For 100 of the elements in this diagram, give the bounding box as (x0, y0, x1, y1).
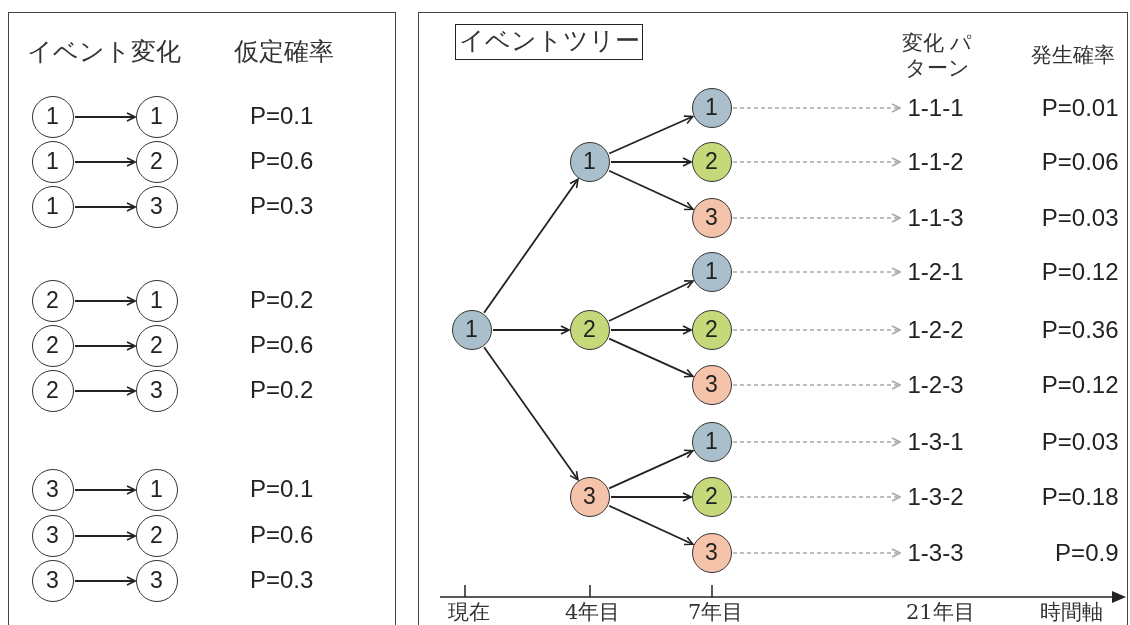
arrow (74, 341, 136, 351)
probability-text: P=0.6 (250, 521, 314, 549)
arrow (483, 346, 579, 481)
axis-label: 現在 (448, 599, 490, 625)
probability-text: P=0.2 (250, 376, 314, 404)
state-circle: 2 (691, 476, 732, 517)
state-circle: 1 (31, 95, 74, 138)
pattern-label: 1-3-1 (907, 427, 964, 456)
state-circle: 2 (691, 309, 732, 350)
state-circle: 1 (451, 309, 492, 350)
probability-text: P=0.12 (1041, 257, 1119, 286)
state-circle: 2 (31, 369, 74, 412)
arrow (608, 169, 694, 211)
arrow (732, 325, 901, 335)
probability-text: P=0.9 (1055, 538, 1119, 567)
pattern-label: 1-2-2 (907, 315, 964, 344)
arrow (74, 485, 136, 495)
arrow (74, 112, 136, 122)
arrow (732, 380, 901, 390)
probability-text: P=0.3 (250, 192, 314, 220)
pattern-label: 1-3-3 (907, 538, 964, 567)
state-circle: 3 (135, 369, 178, 412)
state-circle: 2 (691, 141, 732, 182)
pattern-label: 1-3-2 (907, 482, 964, 511)
pattern-label: 1-2-3 (907, 370, 964, 399)
axis-label: 4年目 (565, 599, 621, 625)
state-circle: 1 (691, 87, 732, 128)
arrow (74, 576, 136, 586)
state-circle: 1 (135, 95, 178, 138)
state-circle: 1 (569, 141, 610, 182)
arrow (608, 504, 694, 546)
arrow (74, 202, 136, 212)
state-circle: 3 (569, 476, 610, 517)
state-circle: 2 (569, 309, 610, 350)
probability-text: P=0.6 (250, 147, 314, 175)
probability-text: P=0.18 (1041, 482, 1119, 511)
arrow (74, 157, 136, 167)
arrow (732, 437, 901, 447)
state-circle: 3 (31, 514, 74, 557)
arrow (74, 296, 136, 306)
pattern-label: 1-2-1 (907, 257, 964, 286)
arrow (483, 178, 579, 314)
arrow (608, 337, 694, 378)
state-circle: 2 (135, 324, 178, 367)
arrow (608, 115, 694, 155)
axis-label: 7年目 (688, 599, 744, 625)
state-circle: 3 (31, 468, 74, 511)
arrow (74, 386, 136, 396)
arrow (732, 213, 901, 223)
pattern-label: 1-1-3 (907, 203, 964, 232)
state-circle: 3 (691, 364, 732, 405)
probability-text: P=0.06 (1041, 147, 1119, 176)
state-circle: 1 (31, 140, 74, 183)
state-circle: 1 (135, 279, 178, 322)
arrow (732, 103, 901, 113)
arrow (608, 449, 694, 490)
arrow (610, 325, 692, 335)
arrow (74, 531, 136, 541)
state-circle: 3 (135, 185, 178, 228)
state-circle: 1 (691, 421, 732, 462)
probability-text: P=0.1 (250, 475, 314, 503)
arrow (492, 325, 570, 335)
arrow (732, 157, 901, 167)
column-heading: イベント変化 (27, 36, 181, 68)
state-circle: 3 (31, 559, 74, 602)
arrow (608, 280, 694, 322)
probability-text: P=0.1 (250, 102, 314, 130)
pattern-label: 1-1-2 (907, 147, 964, 176)
state-circle: 3 (691, 197, 732, 238)
arrow (610, 492, 692, 502)
column-heading: 発生確率 (1031, 42, 1115, 69)
arrow (732, 548, 901, 558)
axis-label: 21年目 (906, 599, 975, 625)
arrow (732, 267, 901, 277)
panel (8, 12, 396, 625)
pattern-label: 1-1-1 (907, 93, 964, 122)
probability-text: P=0.3 (250, 566, 314, 594)
arrow (610, 157, 692, 167)
probability-text: P=0.6 (250, 331, 314, 359)
state-circle: 2 (31, 324, 74, 367)
arrow (732, 492, 901, 502)
state-circle: 2 (135, 140, 178, 183)
probability-text: P=0.2 (250, 286, 314, 314)
probability-text: P=0.36 (1041, 315, 1119, 344)
state-circle: 3 (691, 532, 732, 573)
probability-text: P=0.03 (1041, 427, 1119, 456)
probability-text: P=0.12 (1041, 370, 1119, 399)
state-circle: 1 (691, 251, 732, 292)
state-circle: 2 (135, 514, 178, 557)
state-circle: 1 (31, 185, 74, 228)
axis-label: 時間軸 (1040, 599, 1103, 625)
probability-text: P=0.01 (1041, 93, 1119, 122)
state-circle: 1 (135, 468, 178, 511)
probability-text: P=0.03 (1041, 203, 1119, 232)
state-circle: 2 (31, 279, 74, 322)
title-box: イベントツリー (454, 23, 643, 60)
column-heading: 変化 パターン (900, 31, 974, 81)
state-circle: 3 (135, 559, 178, 602)
column-heading: 仮定確率 (234, 36, 334, 68)
panel (418, 12, 1128, 625)
